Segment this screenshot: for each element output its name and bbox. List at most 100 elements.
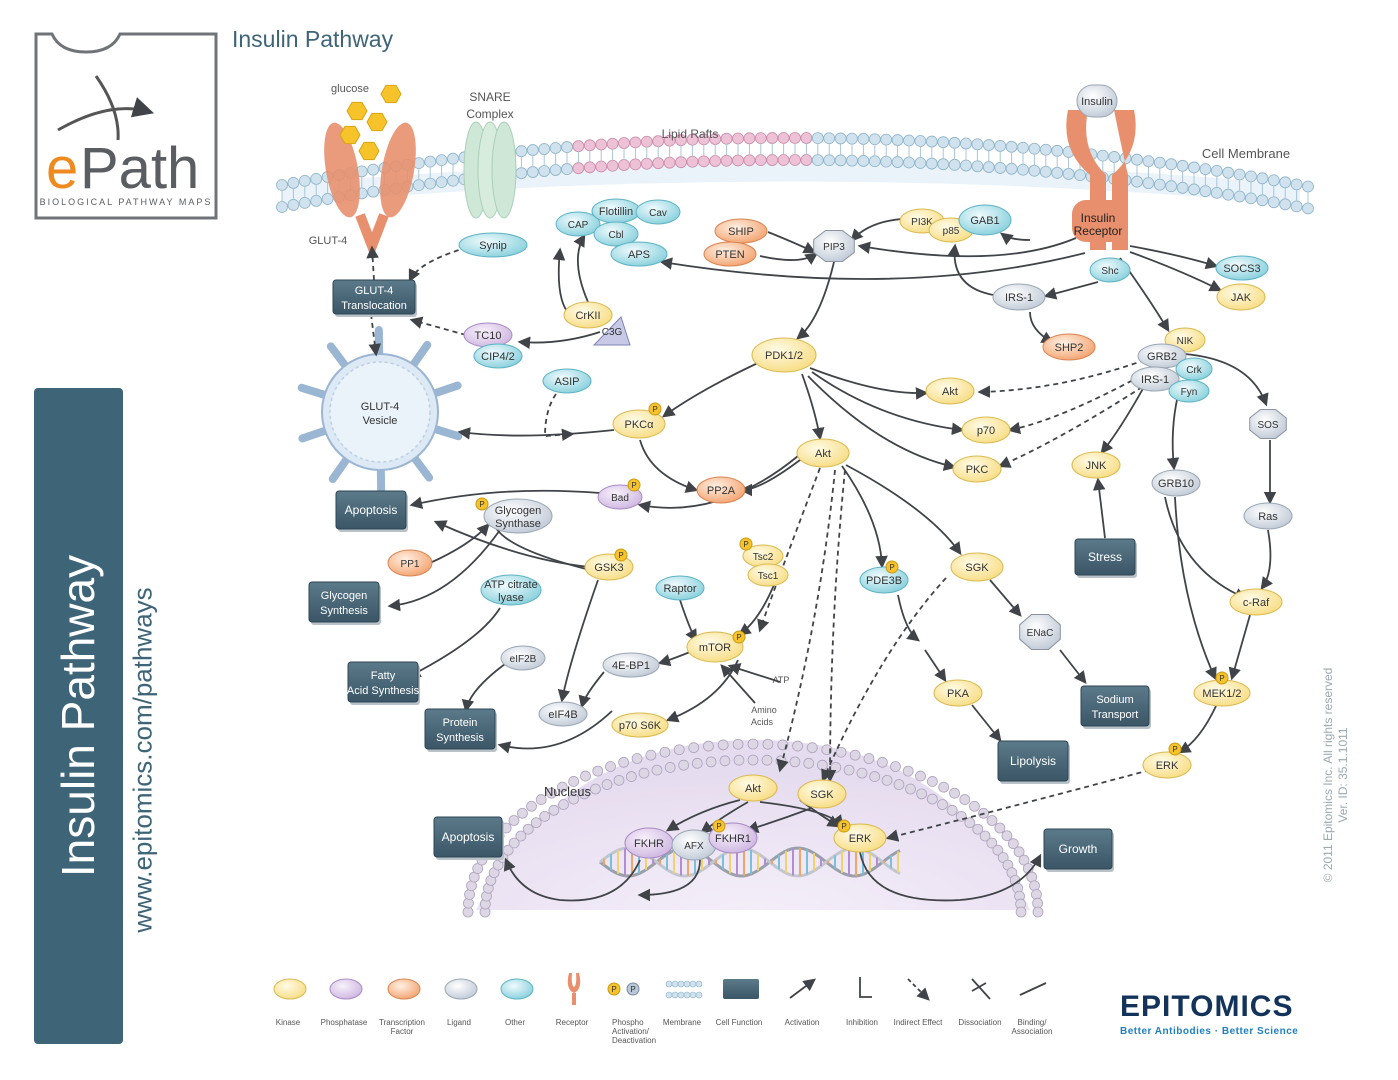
edge-indirect: [977, 359, 1146, 399]
node-fkhr[interactable]: FKHR: [624, 827, 674, 859]
function-stress[interactable]: Stress: [1074, 538, 1137, 578]
function-apoptosis-bottom[interactable]: Apoptosis: [433, 816, 504, 860]
legend-label: Phosphatase: [321, 1018, 368, 1027]
node-label: c-Raf: [1243, 597, 1270, 609]
node-eif2b[interactable]: eIF2B: [500, 645, 546, 671]
node-raptor[interactable]: Raptor: [655, 575, 705, 601]
node-grb2[interactable]: GRB2: [1137, 343, 1187, 369]
node-pten[interactable]: PTEN: [703, 241, 757, 267]
node-irs1-mid[interactable]: IRS-1: [1130, 366, 1180, 392]
node-asip[interactable]: ASIP: [542, 368, 592, 394]
node-ras[interactable]: Ras: [1243, 502, 1293, 530]
node-pp1[interactable]: PP1: [387, 549, 433, 577]
function-label: Sodium: [1096, 694, 1133, 706]
function-growth[interactable]: Growth: [1043, 828, 1114, 872]
node-p70[interactable]: p70: [961, 416, 1011, 444]
node-pdk12[interactable]: PDK1/2: [751, 337, 817, 373]
node-jak[interactable]: JAK: [1216, 283, 1266, 311]
pathways-url[interactable]: www.epitomics.com/pathways: [127, 587, 158, 933]
function-label-line2: Synthesis: [436, 732, 484, 744]
node-pkca[interactable]: PKCα P: [612, 402, 666, 439]
node-jnk[interactable]: JNK: [1071, 451, 1121, 479]
node-akt-nuc[interactable]: Akt: [728, 774, 778, 802]
node-crk[interactable]: Crk: [1175, 357, 1213, 381]
node-akt-right[interactable]: Akt: [925, 377, 975, 405]
node-flotillin[interactable]: Flotillin: [591, 198, 641, 224]
legend-binding: Binding/Association: [1012, 982, 1052, 1036]
node-sgk-nuc[interactable]: SGK: [797, 779, 847, 809]
node-pp2a[interactable]: PP2A: [696, 476, 746, 504]
node-fyn[interactable]: Fyn: [1168, 379, 1210, 403]
node-pkc[interactable]: PKC: [952, 455, 1002, 483]
node-synip[interactable]: Synip: [458, 232, 528, 258]
legend-label: Receptor: [556, 1018, 589, 1027]
sidebar-banner: [34, 388, 123, 1044]
node-tsc1[interactable]: Tsc1: [747, 563, 789, 587]
node-socs3[interactable]: SOCS3: [1215, 255, 1269, 281]
node-cip42[interactable]: CIP4/2: [473, 343, 523, 369]
function-apoptosis-top[interactable]: Apoptosis: [335, 490, 408, 532]
node-mek12[interactable]: MEK1/2P: [1193, 671, 1251, 707]
node-cap[interactable]: CAP: [555, 211, 601, 237]
node-grb10[interactable]: GRB10: [1151, 469, 1201, 497]
node-pka[interactable]: PKA: [933, 679, 983, 707]
node-crkii[interactable]: CrKII: [563, 301, 613, 329]
node-tc10[interactable]: TC10: [463, 322, 513, 348]
node-shc[interactable]: Shc: [1089, 257, 1131, 283]
edge-activation: [1129, 251, 1223, 292]
edge-activation: [924, 649, 947, 683]
node-pip3[interactable]: PIP3: [813, 229, 855, 263]
edge-activation: [1164, 496, 1248, 600]
node-ship[interactable]: SHIP: [714, 218, 768, 244]
node-aps[interactable]: APS: [610, 241, 668, 267]
node-label: NIK: [1177, 336, 1194, 347]
node-label: PKCα: [625, 419, 655, 431]
node-ebp1[interactable]: 4E-BP1: [602, 652, 660, 678]
node-irs1-top[interactable]: IRS-1: [992, 283, 1046, 311]
node-craf[interactable]: c-Raf: [1229, 588, 1283, 616]
legend-label: Activation/: [612, 1027, 650, 1036]
phospho-icon: P: [1168, 742, 1182, 756]
legend-cellfunc: Cell Function: [716, 979, 762, 1027]
phospho-icon: P: [648, 402, 662, 416]
edge-activation: [1260, 529, 1274, 591]
node-eif4b[interactable]: eIF4B: [538, 701, 588, 727]
page-title: Insulin Pathway: [232, 26, 394, 52]
node-c3g[interactable]: C3G: [592, 316, 631, 346]
svg-text:P: P: [743, 540, 748, 549]
node-shp2[interactable]: SHP2: [1042, 333, 1096, 361]
node-label: Flotillin: [599, 206, 633, 218]
node-enac[interactable]: ENaC: [1019, 614, 1061, 650]
edge-indirect: [368, 313, 382, 357]
node-gab1[interactable]: GAB1: [958, 204, 1012, 236]
node-akt[interactable]: Akt: [796, 438, 850, 468]
node-afx[interactable]: AFX: [671, 829, 717, 861]
node-insulin[interactable]: Insulin: [1076, 84, 1118, 118]
copyright-notice: © 2011 Epitomics Inc. All rights reserve…: [1321, 667, 1350, 883]
phospho-icon: P: [475, 497, 489, 511]
svg-text:P: P: [889, 563, 894, 572]
node-sos[interactable]: SOS: [1249, 408, 1287, 440]
node-p70s6k[interactable]: p70 S6K: [611, 712, 669, 738]
function-lipolysis[interactable]: Lipolysis: [997, 740, 1070, 784]
node-sgk[interactable]: SGK: [950, 552, 1004, 582]
node-label: C3G: [602, 327, 623, 338]
node-cav[interactable]: Cav: [635, 199, 681, 225]
node-cbl[interactable]: Cbl: [593, 221, 639, 247]
